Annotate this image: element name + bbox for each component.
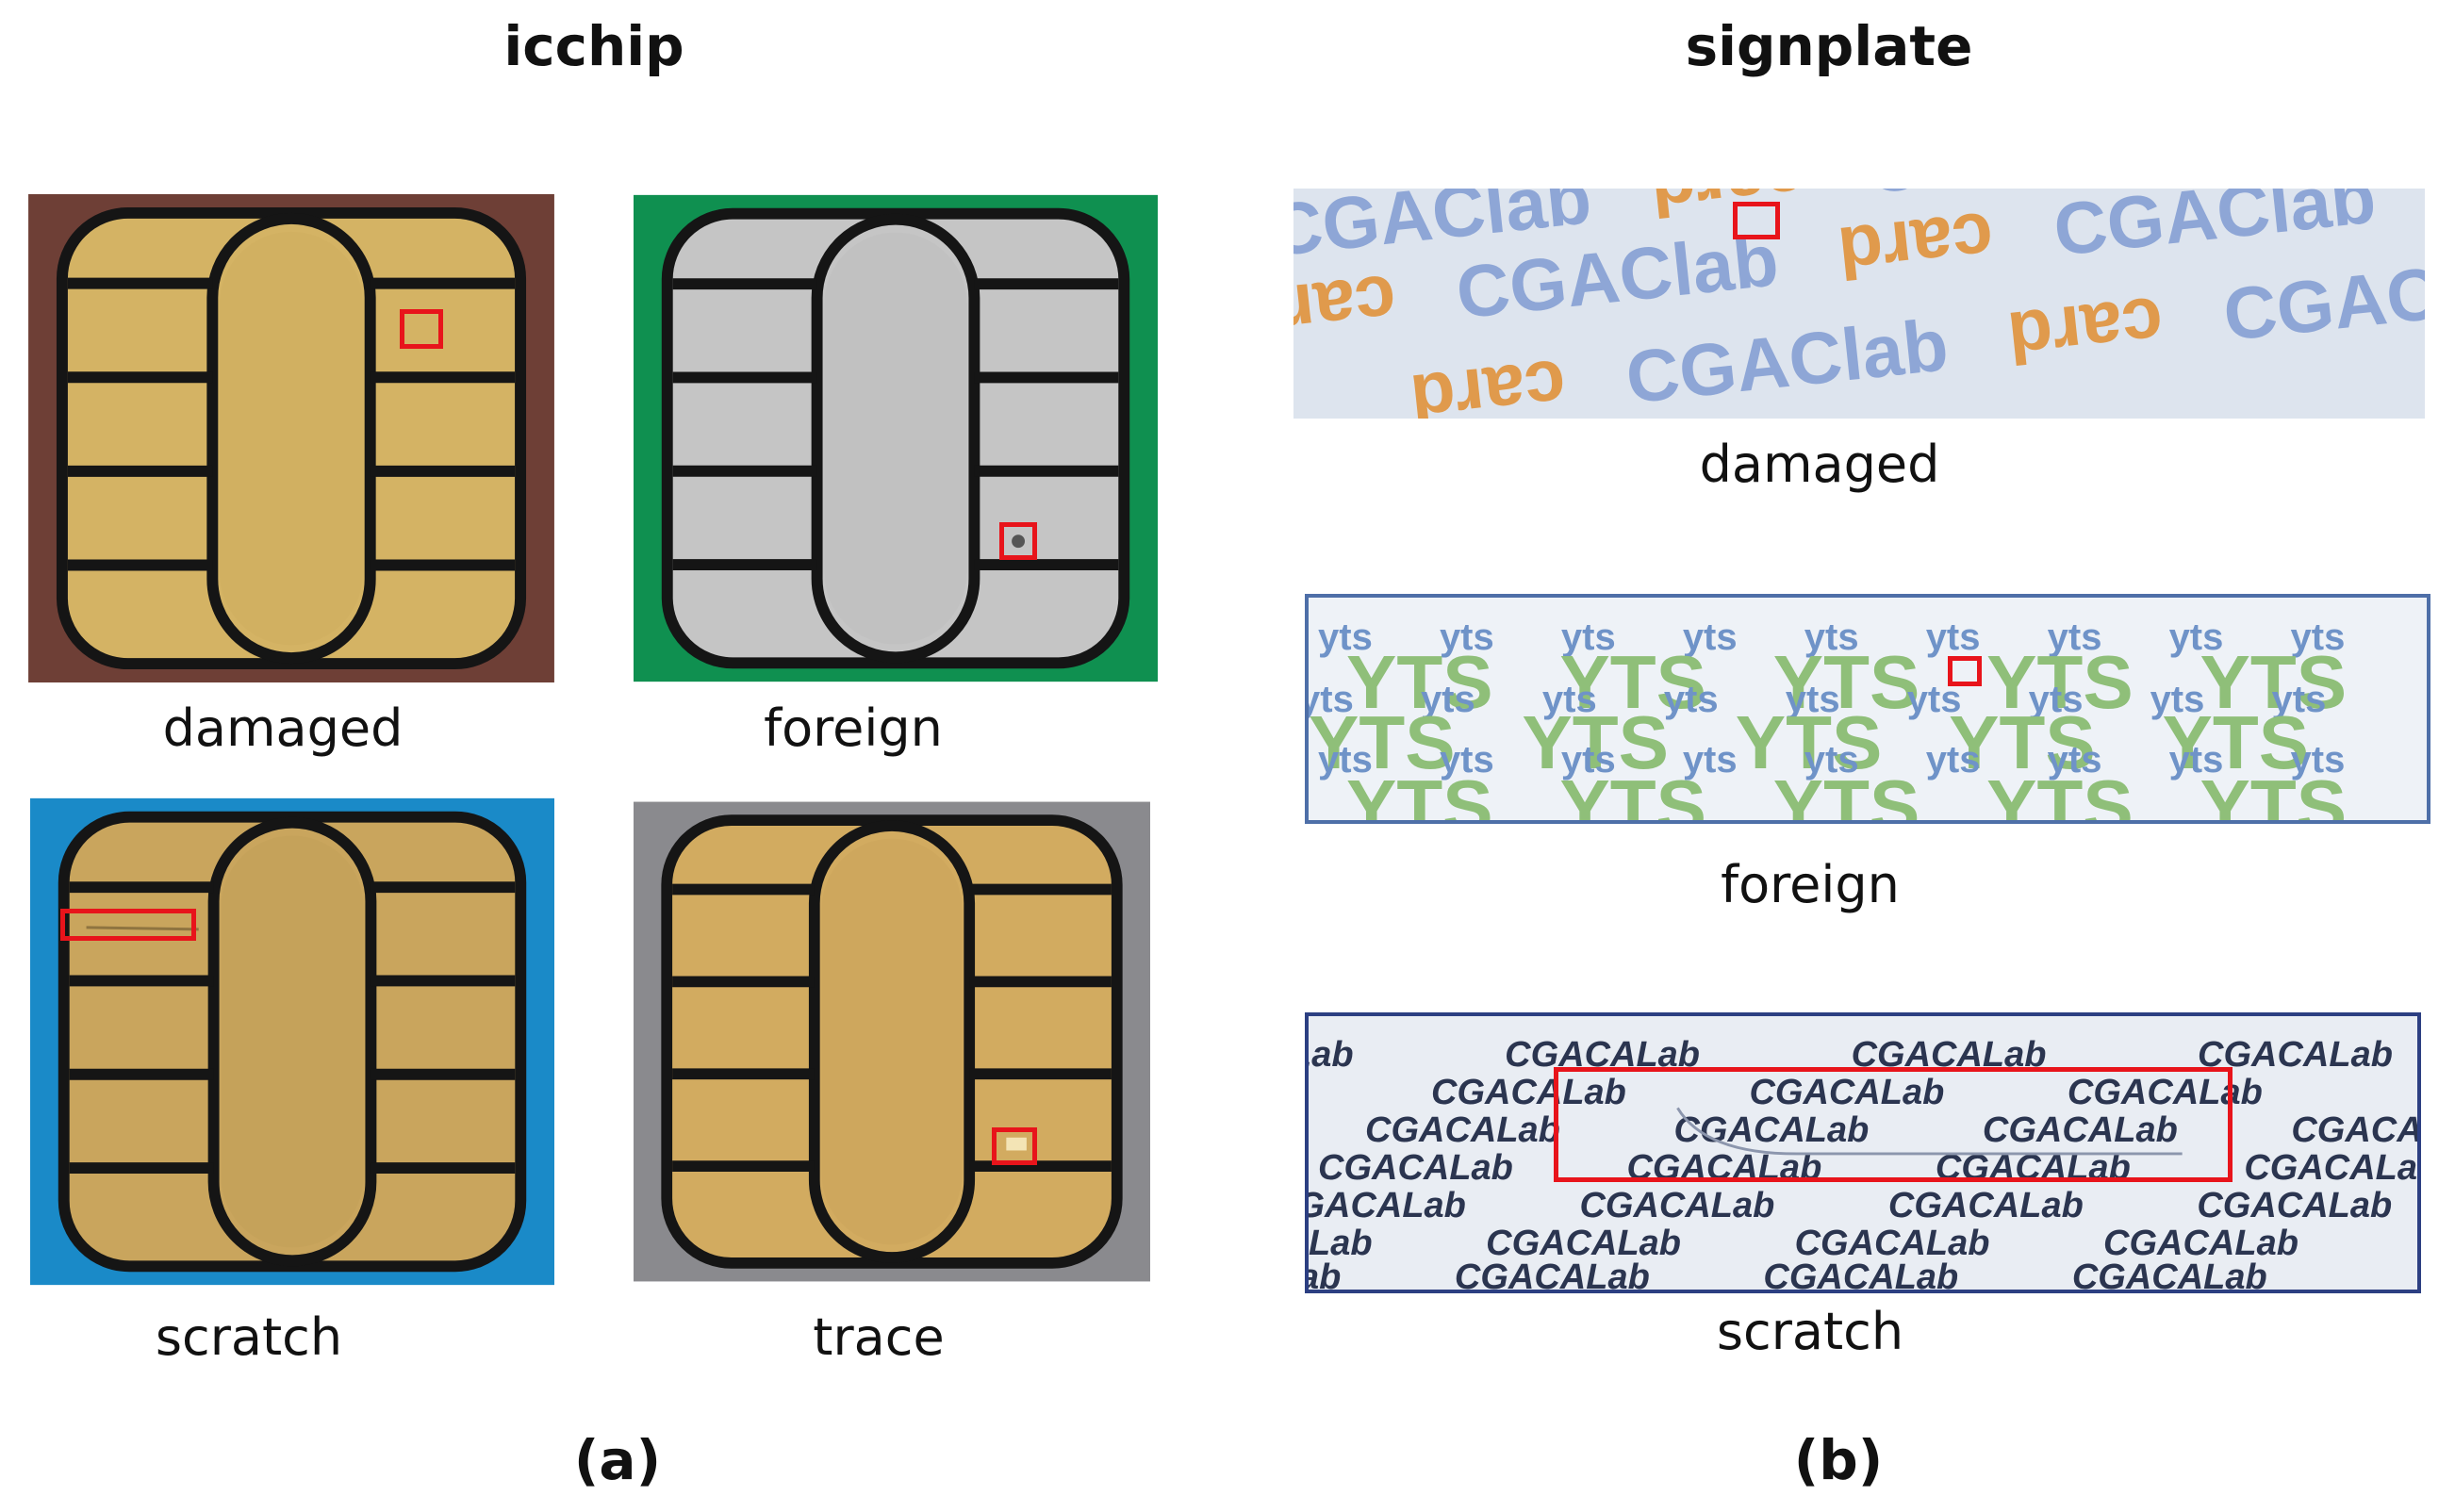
signplate-row: yts yts yts yts yts yts yts yts yts [1318, 739, 2346, 781]
caption-signplate-foreign: foreign [1721, 855, 1900, 914]
signplate-row: YTS YTS YTS YTS YTS [1346, 640, 2348, 724]
defect-box-trace [992, 1127, 1037, 1165]
defect-box-signplate-foreign [1948, 656, 1982, 686]
heading-signplate: signplate [1685, 14, 1973, 78]
defect-box-damaged [400, 309, 443, 349]
caption-icchip-foreign: foreign [764, 698, 943, 758]
defect-box-foreign [999, 522, 1037, 560]
signplate-panel-scratch: Lab CGACALab CGACALab CGACALab CGACALab … [1305, 1012, 2421, 1293]
icchip-panel-damaged [28, 194, 554, 682]
caption-icchip-scratch: scratch [155, 1307, 343, 1367]
icchip-image-trace [634, 801, 1150, 1282]
icchip-panel-trace [634, 796, 1150, 1288]
signplate-row: Lab CGACALab CGACALab CGACALab [1309, 1224, 2298, 1263]
icchip-panel-scratch [30, 796, 554, 1288]
icchip-panel-foreign [634, 194, 1158, 682]
signplate-row: ab CGACALab CGACALab CGACALab [1309, 1257, 2267, 1293]
signplate-row: yts yts yts yts yts yts yts yts yts [1318, 616, 2346, 658]
caption-icchip-trace: trace [813, 1307, 945, 1367]
caption-signplate-scratch: scratch [1716, 1302, 1904, 1361]
signplate-panel-damaged: CGAClab card CGAClab card card CGAClab c… [1293, 189, 2425, 419]
heading-icchip: icchip [503, 14, 684, 78]
signplate-row: YTS YTS YTS YTS YTS [1309, 700, 2310, 784]
signplate-row: CGACALab CGACALab CGACALab CGACALab [1365, 1110, 2421, 1150]
scratch-line [1676, 1107, 2183, 1156]
subfigure-label-a: (a) [573, 1428, 662, 1492]
defect-box-signplate-damaged [1733, 202, 1780, 239]
caption-signplate-damaged: damaged [1699, 435, 1940, 494]
icchip-image-foreign [634, 194, 1158, 682]
subfigure-label-b: (b) [1793, 1428, 1884, 1492]
defect-box-signplate-scratch [1554, 1067, 2233, 1182]
icchip-image-scratch [30, 797, 554, 1286]
signplate-row: YTS YTS YTS YTS YTS [1346, 764, 2348, 824]
signplate-row: CGACALab CGACALab CGACALab CGACALab [1309, 1186, 2393, 1225]
icchip-image-damaged [28, 194, 554, 682]
caption-icchip-damaged: damaged [162, 698, 404, 758]
signplate-panel-foreign: yts yts yts yts yts yts yts yts yts YTS … [1305, 594, 2430, 824]
defect-box-scratch [60, 909, 196, 941]
